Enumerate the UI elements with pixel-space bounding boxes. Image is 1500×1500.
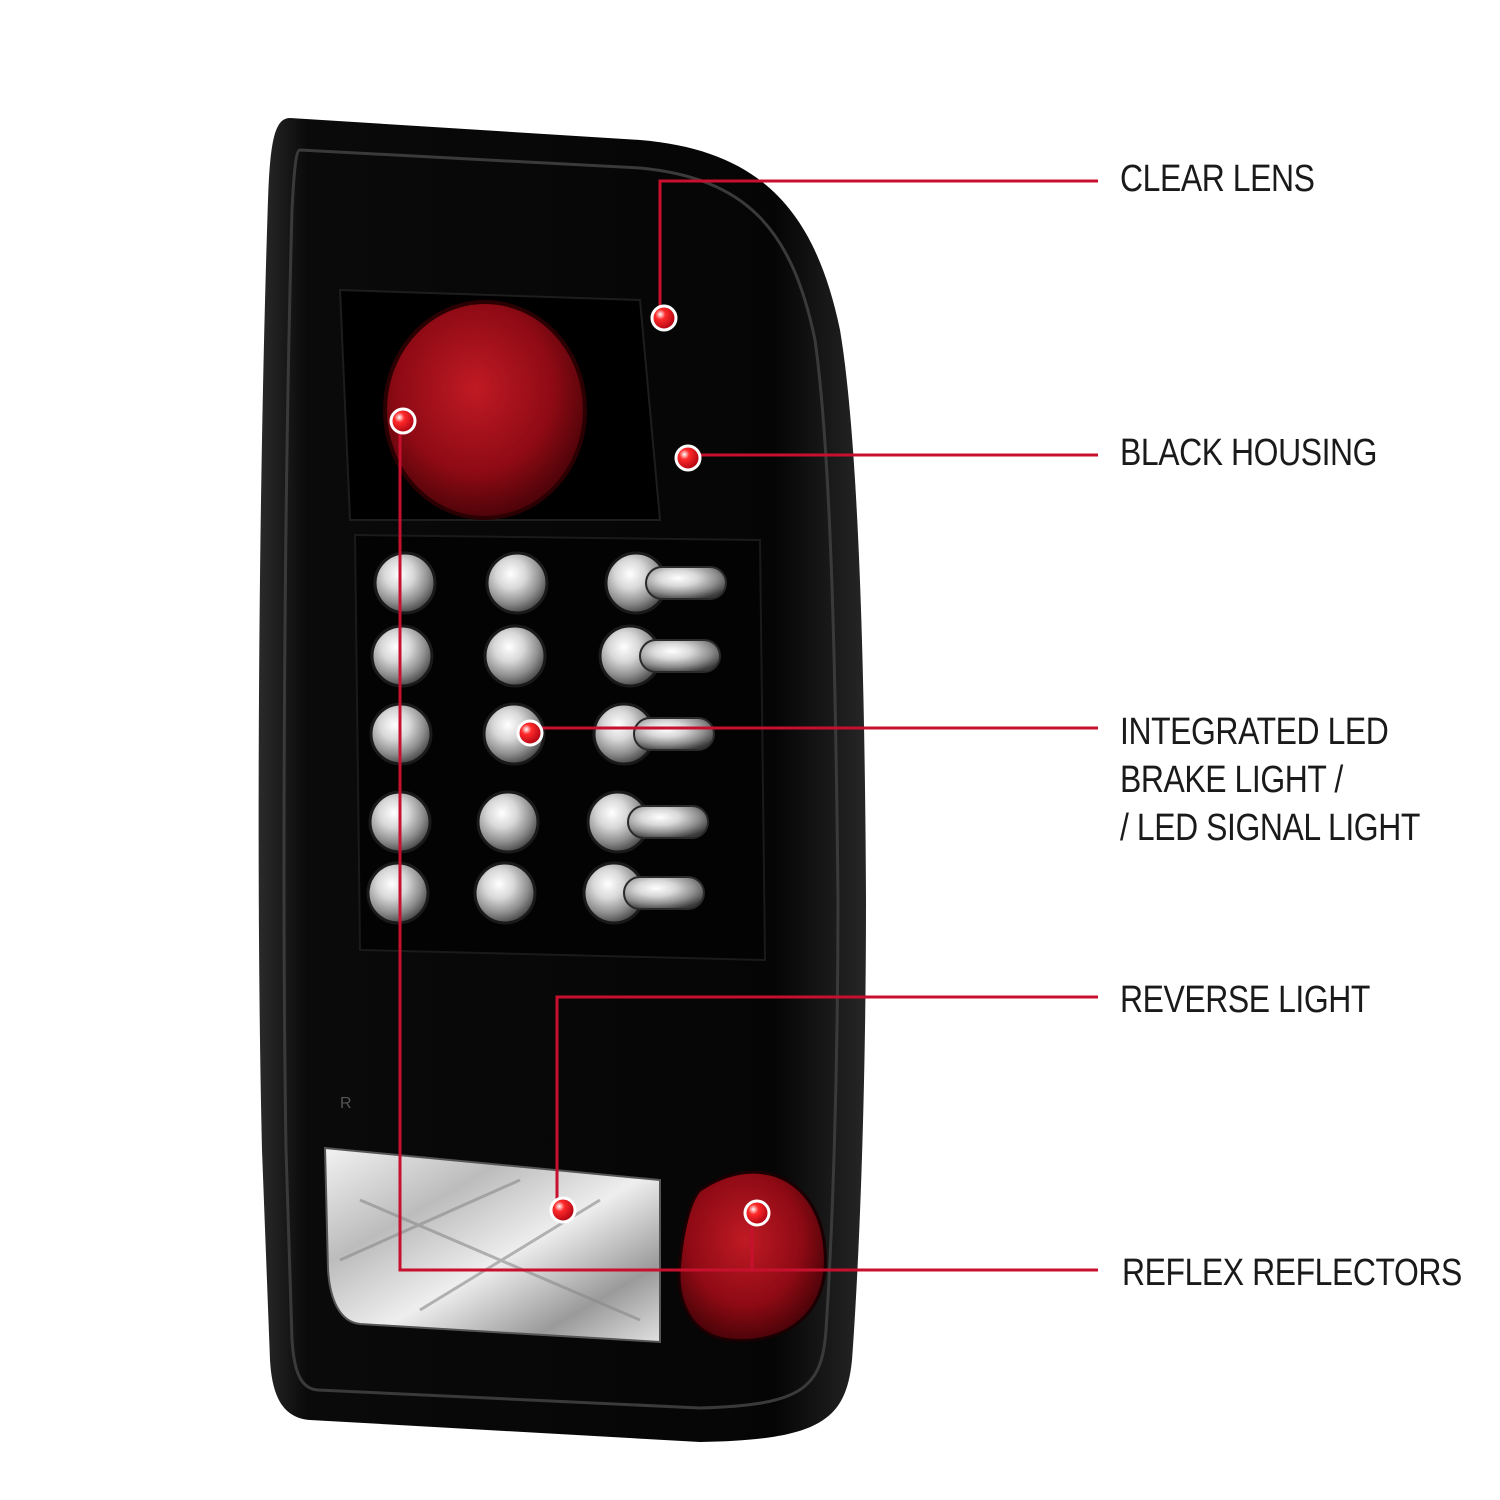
led-bulb	[476, 790, 540, 854]
callout-black-housing-label: BLACK HOUSING	[1120, 432, 1378, 474]
led-signal-stem	[633, 717, 715, 751]
led-bulb	[482, 702, 546, 766]
callout-clear-lens: CLEAR LENS	[1120, 155, 1315, 203]
upper-red-reflector	[385, 302, 585, 518]
callout-line-reflex-reflectors	[398, 425, 1098, 1272]
callout-line-reverse-light	[555, 995, 1098, 1210]
callout-integrated-led-line-2: BRAKE LIGHT /	[1120, 759, 1343, 801]
led-bulb	[370, 624, 434, 688]
callout-integrated-led: INTEGRATED LED BRAKE LIGHT / / LED SIGNA…	[1120, 708, 1420, 852]
callout-reflex-reflectors: REFLEX REFLECTORS	[1122, 1249, 1462, 1297]
callout-dot-lower-reflector	[743, 1199, 771, 1227]
callout-lines	[398, 179, 1098, 1272]
callout-clear-lens-label: CLEAR LENS	[1120, 158, 1315, 200]
callout-dot-upper-reflector	[389, 407, 417, 435]
housing-rim	[282, 148, 840, 1410]
led-bulb	[373, 551, 437, 615]
led-cluster	[366, 551, 727, 925]
led-signal-stem	[623, 876, 705, 910]
callout-line-clear-lens	[658, 179, 1098, 318]
callout-black-housing: BLACK HOUSING	[1120, 429, 1377, 477]
led-bulb	[473, 861, 537, 925]
led-bulb	[366, 861, 430, 925]
callout-integrated-led-line-3: / LED SIGNAL LIGHT	[1120, 807, 1420, 849]
callout-dot-integrated-led	[516, 719, 544, 747]
callout-dots	[389, 304, 771, 1227]
led-signal-stem	[627, 805, 709, 839]
led-signal-stem	[645, 566, 727, 600]
led-signal-stem	[639, 639, 721, 673]
led-bulb	[485, 551, 549, 615]
led-bulb	[483, 624, 547, 688]
svg-text:R: R	[340, 1095, 352, 1112]
callout-reflex-reflectors-label: REFLEX REFLECTORS	[1122, 1252, 1462, 1294]
callout-dot-black-housing	[674, 444, 702, 472]
callout-dot-clear-lens	[650, 304, 678, 332]
callout-integrated-led-line-1: INTEGRATED LED	[1120, 711, 1389, 753]
callout-reverse-light-label: REVERSE LIGHT	[1120, 979, 1370, 1021]
callout-reverse-light: REVERSE LIGHT	[1120, 976, 1370, 1024]
callout-dot-reverse-light	[549, 1196, 577, 1224]
